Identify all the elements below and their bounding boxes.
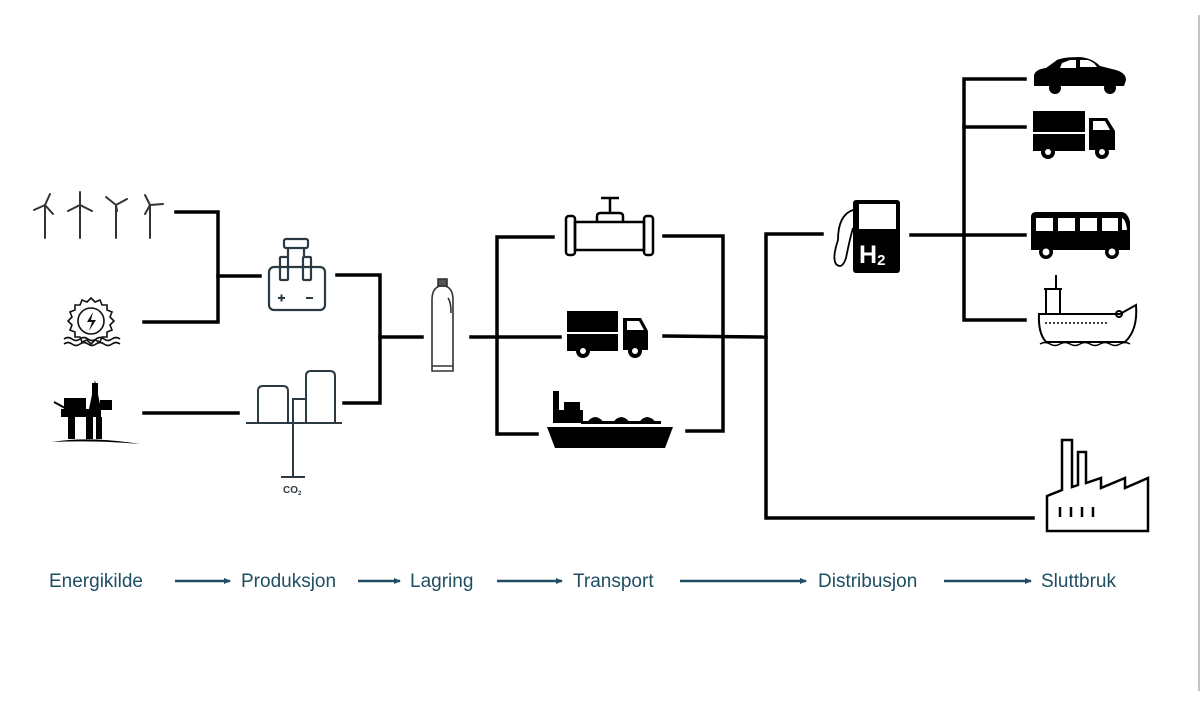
connector-distribution-bar [764, 232, 1035, 520]
reformer-plant-icon [246, 370, 342, 478]
connector-production-bracket [335, 273, 382, 405]
gas-cylinder-icon [431, 278, 454, 372]
stage-label-end-use: Sluttbruk [1041, 571, 1116, 592]
h2-label: H2 [859, 241, 885, 269]
enduse-truck-icon [1033, 111, 1115, 159]
offshore-oil-platform-icon [52, 380, 140, 444]
electrolyzer-icon [267, 237, 327, 312]
connector-truck-to-distribution [662, 334, 768, 339]
transport-truck-icon [567, 311, 648, 358]
co2-label: CO2 [283, 485, 302, 497]
bus-icon [1031, 212, 1130, 259]
stage-label-distribution: Distribusjon [818, 571, 918, 592]
ship-icon [1037, 275, 1138, 347]
h2-fuel-pump-icon: H2 [833, 200, 900, 273]
stage-label-storage: Lagring [410, 571, 474, 592]
pipeline-icon [564, 196, 655, 257]
connectors [142, 77, 1035, 520]
stage-label-transport: Transport [573, 571, 654, 592]
wind-turbines-icon [33, 191, 164, 239]
hydropower-icon [63, 296, 121, 347]
factory-icon [1045, 438, 1150, 533]
connector-transport-right-bracket [662, 234, 725, 433]
connector-wind-to-production [142, 210, 220, 324]
car-icon [1034, 57, 1126, 94]
stage-label-production: Produksjon [241, 571, 337, 592]
lng-ship-icon [547, 391, 673, 448]
connector-enduse-bracket [962, 77, 1027, 322]
stage-label-energy: Energikilde [49, 571, 143, 592]
right-edge-border [1198, 15, 1200, 691]
